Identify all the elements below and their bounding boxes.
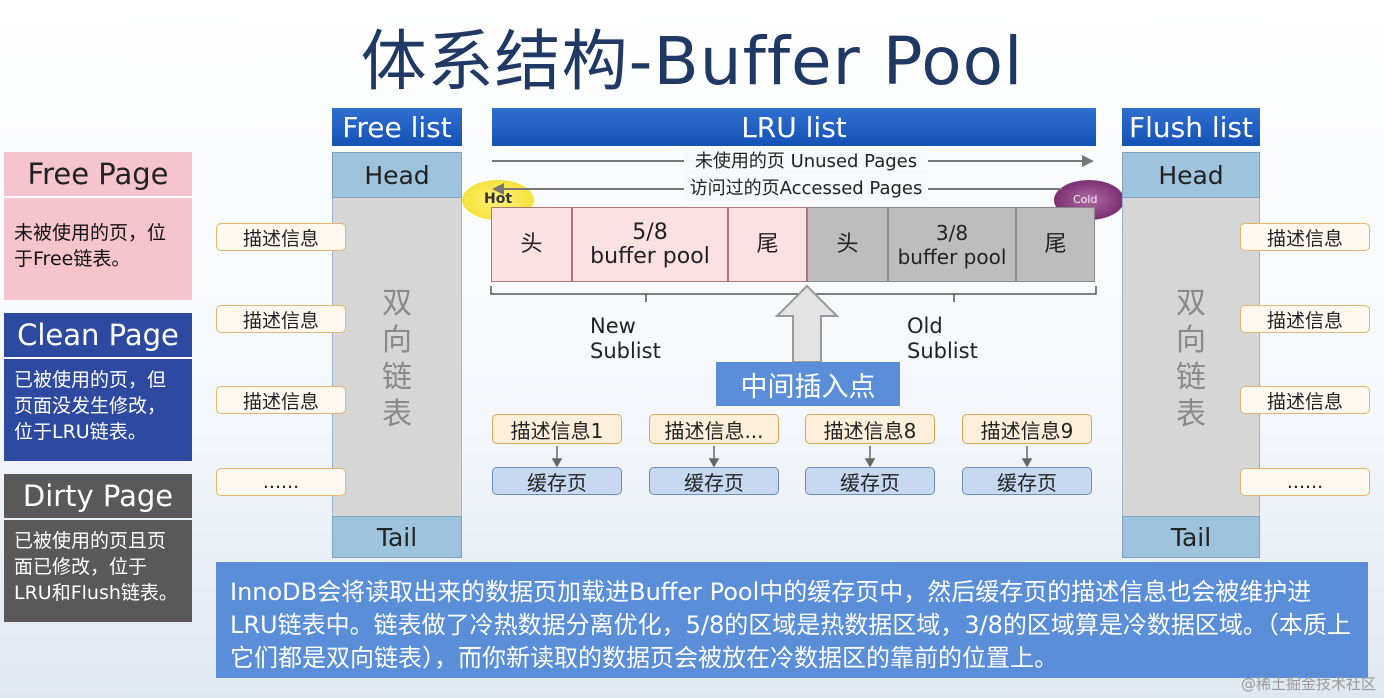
sublist-word: Sublist <box>907 339 978 363</box>
old-sublist-label: Old Sublist <box>907 314 978 364</box>
lru-new-tail-cell: 尾 <box>728 207 807 282</box>
free-page-desc: 未被使用的页，位于Free链表。 <box>4 198 192 300</box>
free-list-tail: Tail <box>332 516 462 558</box>
vertical-char: 链 <box>382 360 412 395</box>
midpoint-arrow <box>774 284 840 363</box>
flush-list-tail: Tail <box>1122 516 1260 558</box>
cell-text: buffer pool <box>590 243 710 269</box>
free-desc-item: 描述信息 <box>216 223 346 251</box>
explanation-note: InnoDB会将读取出来的数据页加载进Buffer Pool中的缓存页中，然后缓… <box>216 562 1368 678</box>
flush-desc-item: 描述信息 <box>1240 223 1370 251</box>
vertical-char: 链 <box>1176 360 1206 395</box>
dirty-page-desc: 已被使用的页且页面已修改，位于LRU和Flush链表。 <box>4 520 192 622</box>
flush-desc-item: 描述信息 <box>1240 305 1370 333</box>
clean-page-title: Clean Page <box>4 313 192 357</box>
free-list-header: Free list <box>332 108 462 146</box>
lru-old-tail-cell: 尾 <box>1016 207 1095 282</box>
free-list-column <box>332 152 462 558</box>
lru-list-header: LRU list <box>492 108 1096 146</box>
sublist-brackets <box>490 284 1097 363</box>
accessed-pages-label: 访问过的页Accessed Pages <box>684 176 928 202</box>
flush-list-column <box>1122 152 1260 558</box>
cache-page-item: 缓存页 <box>962 467 1092 495</box>
midpoint-label: 中间插入点 <box>716 362 900 406</box>
free-page-title: Free Page <box>4 152 192 196</box>
sublist-word: New <box>590 314 636 338</box>
lru-desc-item: 描述信息... <box>649 414 779 444</box>
desc-to-cache-arrows <box>551 446 1033 468</box>
free-desc-item: 描述信息 <box>216 386 346 414</box>
cell-text: 头 <box>520 231 543 257</box>
cache-page-item: 缓存页 <box>492 467 622 495</box>
free-desc-item: 描述信息 <box>216 305 346 333</box>
page-title: 体系结构-Buffer Pool <box>360 23 1024 100</box>
vertical-char: 向 <box>382 323 412 358</box>
unused-arrowhead <box>1082 155 1094 167</box>
cell-text: 头 <box>836 231 859 257</box>
accessed-arrowhead <box>492 183 504 195</box>
sublist-word: Sublist <box>590 339 661 363</box>
lru-desc-item: 描述信息1 <box>492 414 622 444</box>
cell-fraction: 3/8 <box>935 220 969 245</box>
cold-label: Cold <box>1073 193 1098 206</box>
cache-page-item: 缓存页 <box>805 467 935 495</box>
unused-pages-label: 未使用的页 Unused Pages <box>684 149 928 175</box>
vertical-char: 双 <box>1176 286 1206 321</box>
clean-page-desc: 已被使用的页，但页面没发生修改，位于LRU链表。 <box>4 359 192 461</box>
sublist-word: Old <box>907 314 943 338</box>
lru-desc-item: 描述信息9 <box>962 414 1092 444</box>
free-desc-item: ...... <box>216 468 346 496</box>
vertical-char: 双 <box>382 286 412 321</box>
flush-list-vertical-label: 双 向 链 表 <box>1171 285 1211 433</box>
watermark: @稀土掘金技术社区 <box>1240 675 1376 693</box>
cell-text: 尾 <box>1044 231 1067 257</box>
lru-old-head-cell: 头 <box>807 207 888 282</box>
flush-desc-item: ...... <box>1240 468 1370 496</box>
vertical-char: 表 <box>382 397 412 432</box>
flush-list-head: Head <box>1122 152 1260 198</box>
free-list-vertical-label: 双 向 链 表 <box>377 285 417 433</box>
cell-fraction: 5/8 <box>632 219 668 245</box>
sublist-bracket <box>490 286 1097 295</box>
dirty-page-title: Dirty Page <box>4 474 192 518</box>
cell-text: 尾 <box>756 231 779 257</box>
flush-desc-item: 描述信息 <box>1240 386 1370 414</box>
free-list-head: Head <box>332 152 462 198</box>
cache-page-item: 缓存页 <box>649 467 779 495</box>
lru-new-head-cell: 头 <box>491 207 572 282</box>
vertical-char: 表 <box>1176 397 1206 432</box>
cell-text: buffer pool <box>897 244 1007 269</box>
vertical-char: 向 <box>1176 323 1206 358</box>
new-sublist-label: New Sublist <box>590 314 661 364</box>
flush-list-header: Flush list <box>1122 108 1260 146</box>
lru-desc-item: 描述信息8 <box>805 414 935 444</box>
hot-label: Hot <box>484 191 513 207</box>
